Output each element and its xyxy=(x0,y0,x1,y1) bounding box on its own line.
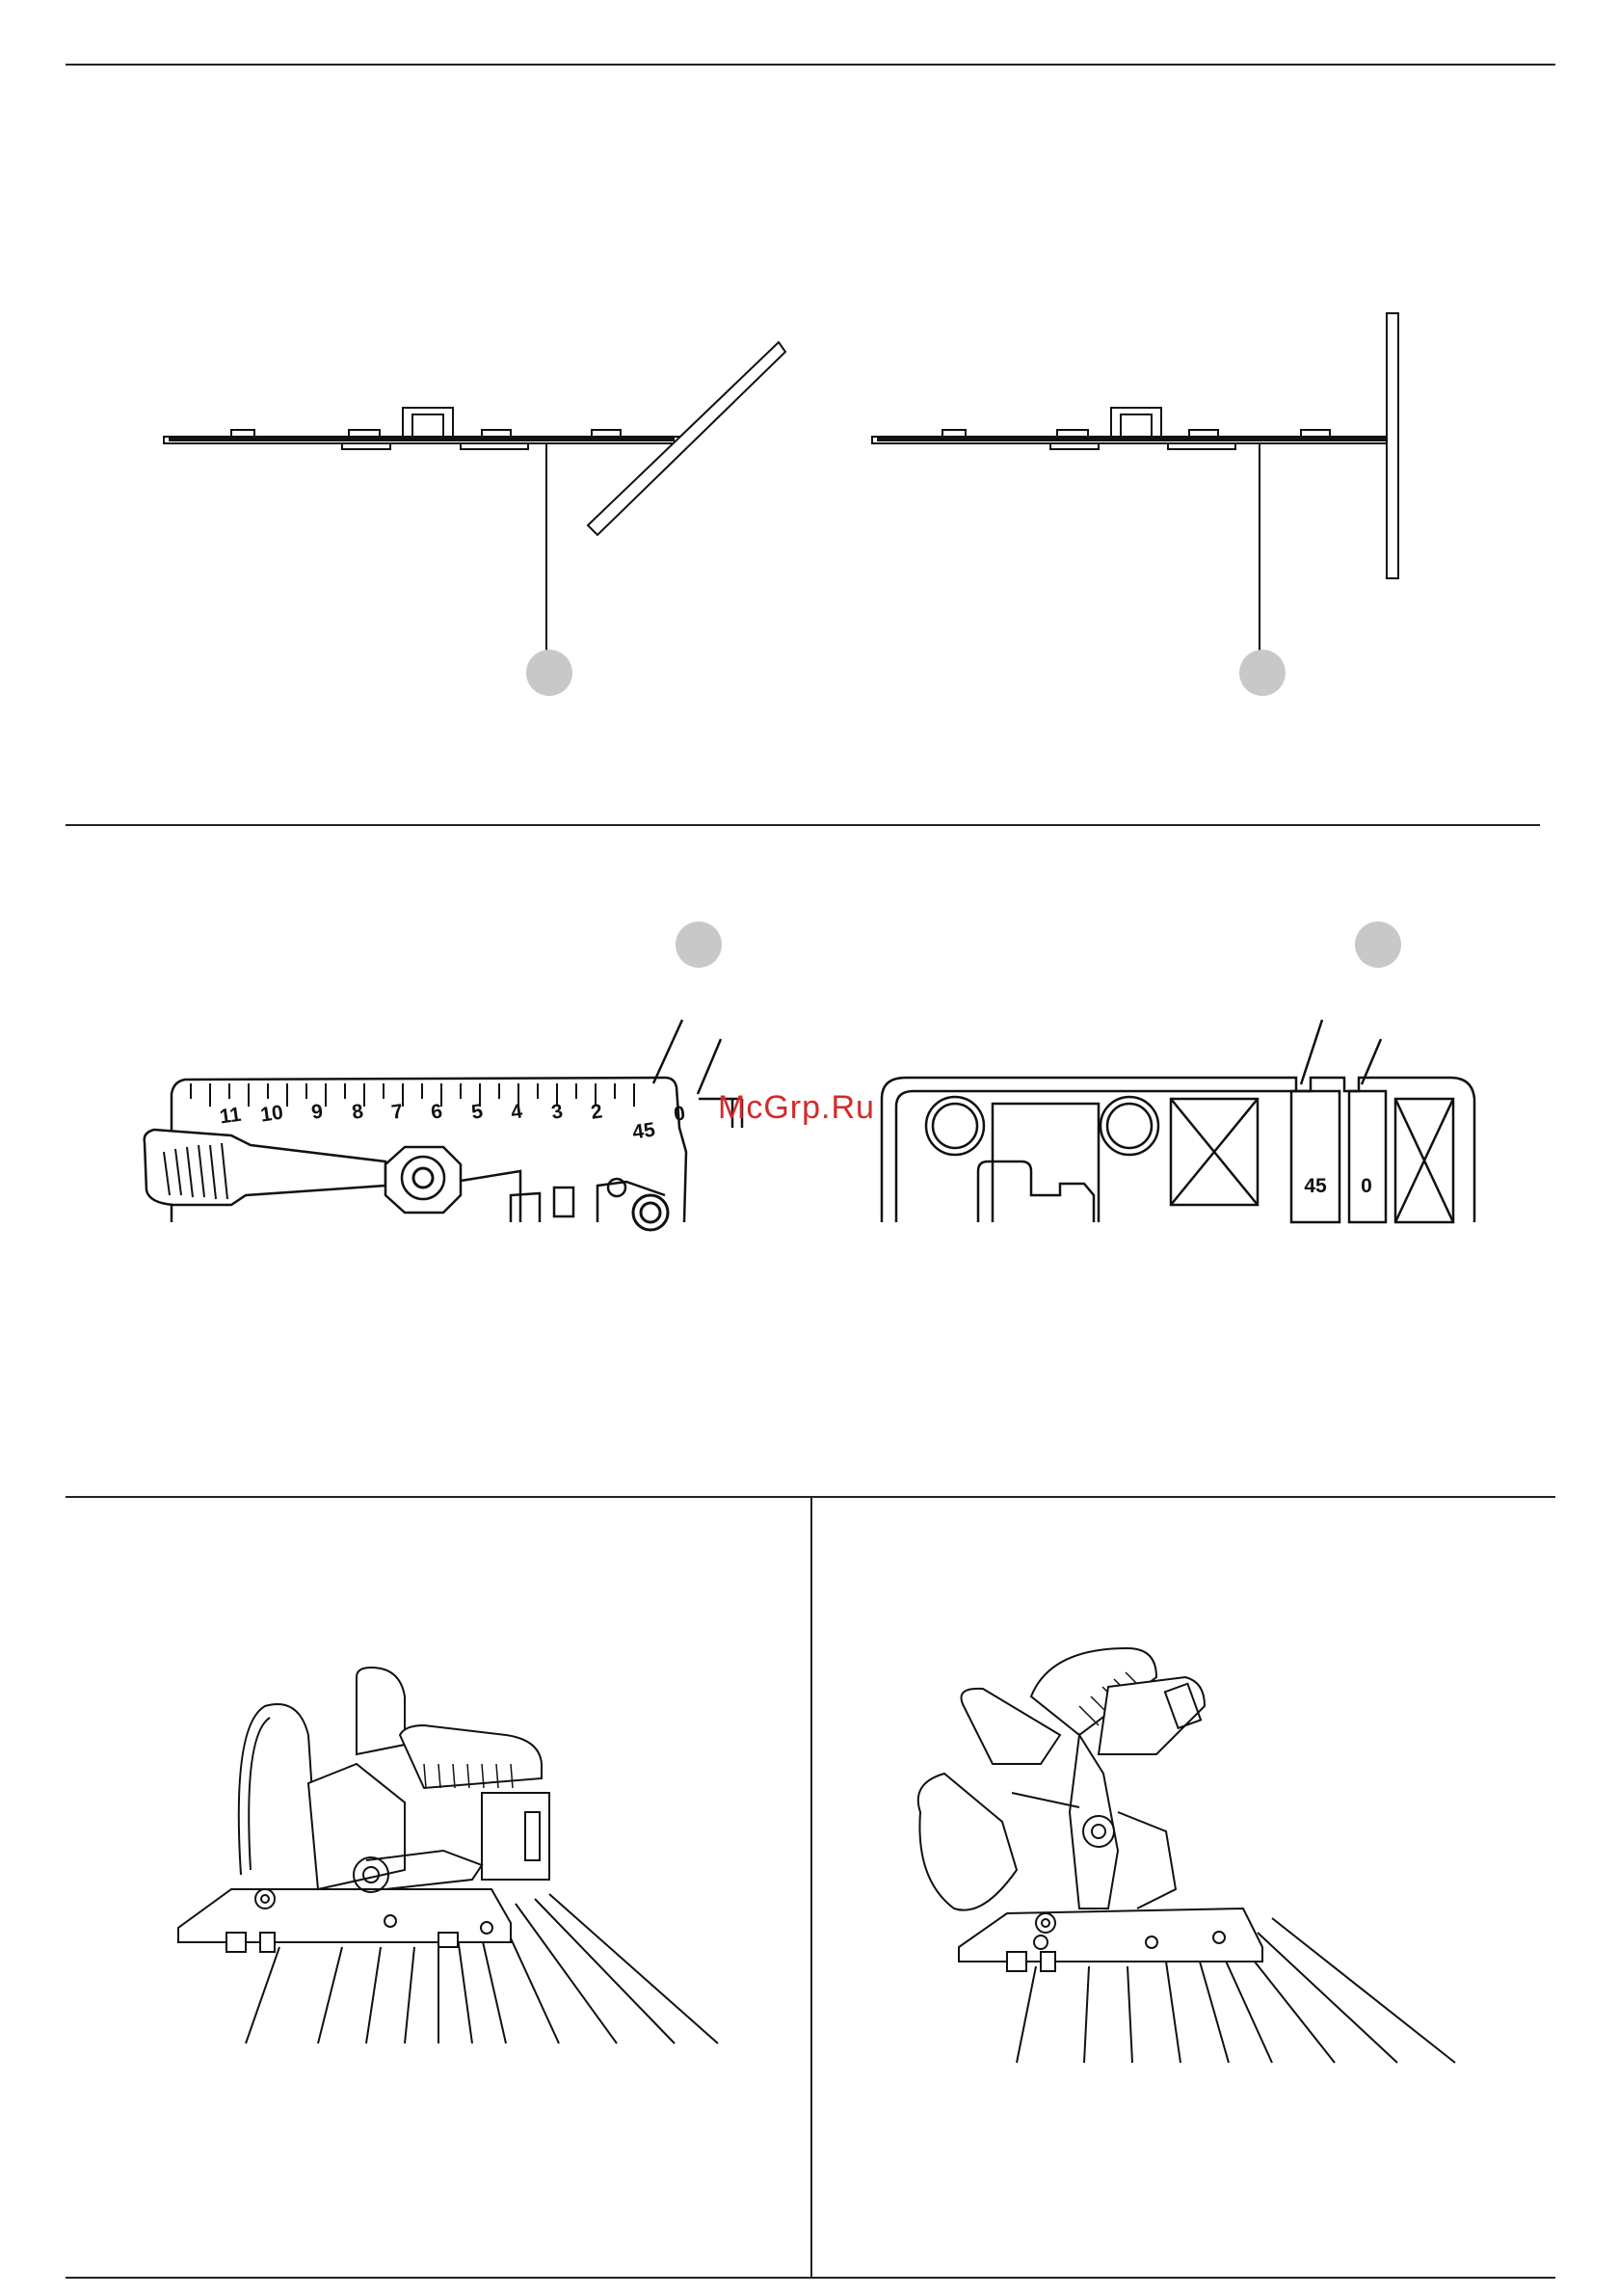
scale-number: 5 xyxy=(470,1100,485,1123)
scale-number: 4 xyxy=(510,1100,524,1123)
notch-label-0: 0 xyxy=(1361,1175,1372,1197)
scale-number: 10 xyxy=(259,1102,284,1127)
scale-number: 11 xyxy=(219,1104,244,1129)
scale-number: 45 xyxy=(631,1119,657,1144)
base-bottom-view-figure xyxy=(882,1020,1474,1222)
scale-number: 0 xyxy=(673,1102,687,1125)
callout-marker-4 xyxy=(1355,921,1401,968)
scale-number: 8 xyxy=(351,1100,365,1123)
scale-number: 2 xyxy=(590,1100,604,1123)
guide-rail-angled-figure xyxy=(164,342,785,655)
guide-rail-square-figure xyxy=(872,313,1398,655)
callout-marker-3 xyxy=(676,921,722,968)
scale-numbers: 11 10 9 8 7 6 5 4 3 2 45 0 xyxy=(219,1100,687,1143)
watermark-text: McGrp.Ru xyxy=(718,1089,875,1127)
scale-number: 9 xyxy=(310,1100,325,1123)
callout-marker-1 xyxy=(526,650,572,696)
notch-labels: 45 0 xyxy=(1304,1175,1372,1197)
callout-marker-2 xyxy=(1239,650,1286,696)
saw-upright-figure xyxy=(178,1668,718,2043)
saw-bevel-figure xyxy=(918,1648,1455,2063)
notch-label-45: 45 xyxy=(1304,1175,1327,1197)
scale-number: 3 xyxy=(550,1100,565,1123)
